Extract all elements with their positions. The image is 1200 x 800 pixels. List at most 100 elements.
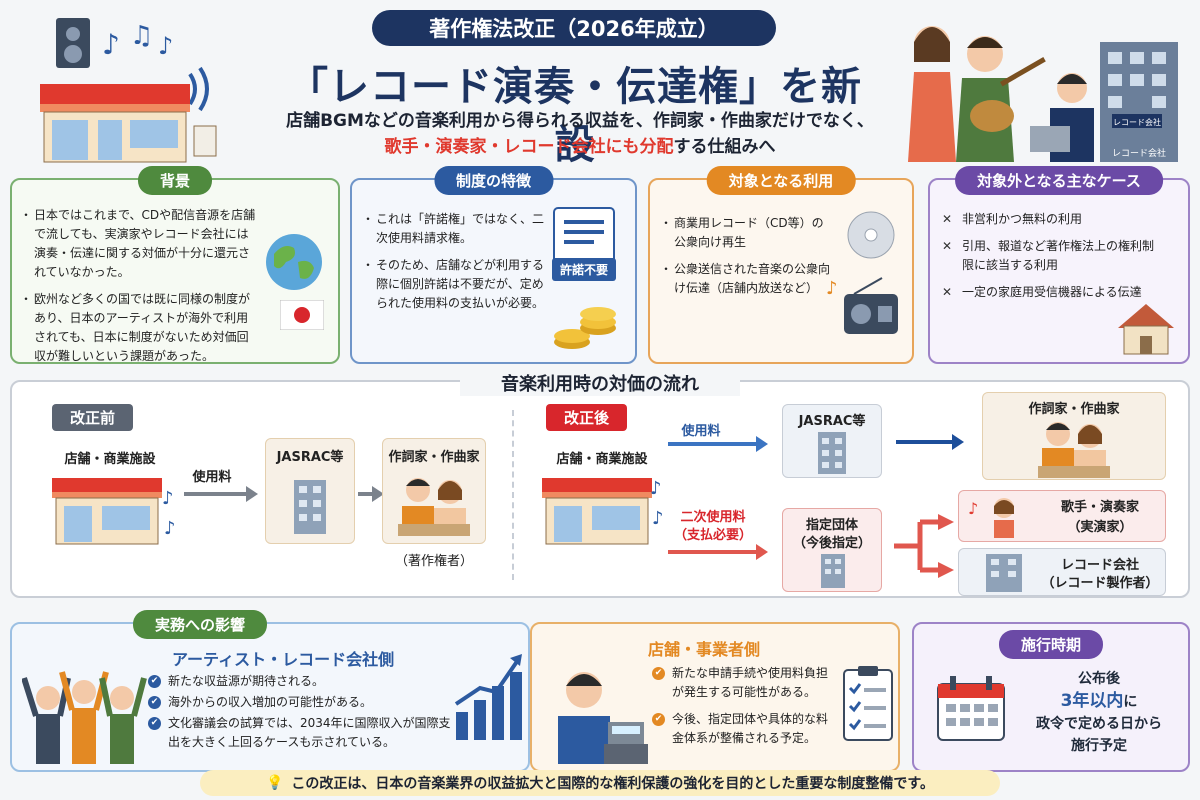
background-item: 欧州など多くの国では既に同様の制度があり、日本のアーティストが海外で利用されても… (20, 290, 260, 366)
svg-text:♪: ♪ (164, 518, 176, 539)
svg-text:♪: ♪ (650, 478, 662, 499)
artist-impact-item: 新たな収益源が期待される。 (148, 672, 452, 691)
background-card: 背景 日本ではこれまで、CDや配信音源を店舗で流しても、実演家やレコード会社には… (10, 166, 340, 366)
excluded-cases-card-title: 対象外となる主なケース (955, 166, 1163, 195)
excluded-item: 非営利かつ無料の利用 (942, 210, 1156, 229)
svg-text:♪: ♪ (652, 508, 664, 529)
before-writer-arrow (358, 486, 384, 502)
store-impact-item: 新たな申請手続や使用料負担が発生する可能性がある。 (652, 664, 836, 702)
effective-line1: 公布後 (1078, 671, 1120, 687)
radio-icon: ♪ (826, 274, 902, 342)
footer-text: この改正は、日本の音楽業界の収益拡大と国際的な権利保護の強化を目的とした重要な制… (291, 776, 935, 792)
subtitle-line1: 店舗BGMなどの音楽利用から得られる収益を、作詞家・作曲家だけでなく、 (286, 111, 874, 131)
after-store-label: 店舗・商業施設 (556, 452, 648, 467)
subtitle-line2: 歌手・演奏家・レコード会社にも分配する仕組みへ (200, 132, 960, 157)
after-writers-label: 作詞家・作曲家 (1028, 402, 1120, 417)
before-jasrac-building-icon (290, 476, 330, 540)
flow-divider (512, 410, 514, 580)
building-label: レコード会社 (1112, 147, 1166, 159)
checklist-clipboard-icon (840, 664, 896, 748)
secondary-fee-label: 二次使用料 (680, 510, 746, 525)
celebrating-people-icon (21, 654, 148, 770)
svg-text:♪: ♪ (158, 32, 173, 60)
before-store-icon: ♪♪ (48, 474, 178, 550)
permission-not-required-badge: 許諾不要 (552, 258, 616, 281)
artist-side-title: アーティスト・レコード会社側 (172, 650, 395, 669)
designated-org-note: （今後指定） (792, 536, 871, 551)
effective-date-text: 公布後 3年以内に 政令で定める日から 施行予定 (1014, 668, 1184, 757)
before-store-label: 店舗・商業施設 (64, 452, 156, 467)
record-company-label: レコード会社 (1060, 558, 1139, 573)
features-item: そのため、店舗などが利用する際に個別許諾は不要だが、定められた使用料の支払いが必… (362, 256, 544, 313)
performers-illustration: レコード会社 レコード会社 (900, 12, 1190, 162)
covered-uses-card-title: 対象となる利用 (706, 166, 856, 195)
law-revision-pill: 著作権法改正（2026年成立） (372, 10, 776, 46)
after-writers-icon (1034, 416, 1114, 482)
before-fee-arrow (184, 486, 258, 502)
store-illustration: ♪ ♫ ♪ (30, 14, 220, 164)
features-item: これは「許諾権」ではなく、二次使用料請求権。 (362, 210, 544, 248)
house-icon (1114, 300, 1178, 360)
singer-icon: ♪ (968, 494, 1038, 542)
artist-impact-item: 海外からの収入増加の可能性がある。 (148, 693, 452, 712)
record-company-building-icon (982, 550, 1026, 596)
store-impact-item: 今後、指定団体や具体的な料金体系が整備される予定。 (652, 710, 836, 748)
svg-text:♪: ♪ (162, 488, 174, 509)
secondary-fee-note: （支払必要） (673, 528, 752, 543)
effective-line3: 政令で定める日から (1036, 716, 1162, 732)
effective-date-card: 施行時期 公布後 3年以内に 政令で定める日から 施行予定 (912, 622, 1190, 772)
svg-text:♪: ♪ (102, 28, 120, 61)
excluded-cases-card: 対象外となる主なケース 非営利かつ無料の利用 引用、報道など著作権法上の権利制限… (928, 166, 1190, 364)
before-fee-label: 使用料 (192, 470, 232, 485)
effective-line2-rest: に (1123, 694, 1138, 710)
store-side-title: 店舗・事業者側 (648, 640, 761, 659)
effective-line4: 施行予定 (1071, 738, 1127, 754)
after-revision-tag: 改正後 (546, 404, 628, 431)
svg-text:♪: ♪ (968, 499, 978, 518)
artist-impact-item: 文化審議会の試算では、2034年に国際収入が国際支出を大きく上回るケースも示され… (148, 714, 452, 752)
page-title: 「レコード演奏・伝達権」を新設 (288, 64, 862, 168)
excluded-item: 一定の家庭用受信機器による伝達 (942, 283, 1156, 302)
excluded-item: 引用、報道など著作権法上の権利制限に該当する利用 (942, 237, 1156, 275)
svg-text:♫: ♫ (130, 21, 153, 51)
after-writer-arrow (896, 434, 964, 450)
after-fee-arrow (668, 436, 768, 452)
performers-note: （実演家） (1067, 520, 1133, 535)
features-card-title: 制度の特徴 (433, 166, 554, 195)
calendar-icon (936, 674, 1006, 746)
effective-date-title: 施行時期 (998, 630, 1104, 659)
performers-box (958, 490, 1166, 542)
after-fee-label: 使用料 (681, 424, 721, 439)
shopkeeper-register-icon (548, 660, 648, 768)
before-writers-label: 作詞家・作曲家 (388, 450, 480, 465)
record-company-note: （レコード製作者） (1041, 576, 1159, 591)
effective-line2: 3年以内に (1014, 690, 1184, 713)
footer-banner: 💡 この改正は、日本の音楽業界の収益拡大と国際的な権利保護の強化を目的とした重要… (200, 770, 1000, 796)
cd-icon (846, 210, 896, 264)
impact-card-title: 実務への影響 (132, 610, 268, 639)
split-arrow-icon (892, 508, 956, 588)
covered-item: 商業用レコード（CD等）の公衆向け再生 (660, 214, 832, 252)
effective-highlight: 3年以内 (1060, 691, 1124, 711)
document-icon: 許諾不要 (552, 206, 616, 286)
growth-chart-icon (452, 652, 524, 746)
after-jasrac-building-icon (814, 430, 850, 478)
before-writers-note: （著作権者） (394, 554, 473, 569)
impact-store-card: 店舗・事業者側 新たな申請手続や使用料負担が発生する可能性がある。 今後、指定団… (530, 622, 900, 772)
features-card: 制度の特徴 これは「許諾権」ではなく、二次使用料請求権。 そのため、店舗などが利… (350, 166, 637, 364)
building-sign: レコード会社 (1113, 117, 1161, 127)
subtitle-rest: する仕組みへ (673, 137, 776, 157)
before-jasrac-label: JASRAC等 (276, 450, 344, 465)
designated-org-building-icon (818, 552, 848, 592)
background-item: 日本ではこれまで、CDや配信音源を店舗で流しても、実演家やレコード会社には演奏・… (20, 206, 260, 282)
payment-flow-title: 音楽利用時の対価の流れ (460, 370, 740, 396)
performers-label: 歌手・演奏家 (1060, 500, 1139, 515)
covered-item: 公衆送信された音楽の公衆向け伝達（店舗内放送など） (660, 260, 832, 298)
after-store-icon: ♪♪ (538, 474, 668, 550)
coins-icon (550, 298, 620, 358)
secondary-fee-arrow (668, 544, 768, 560)
before-writers-icon (394, 472, 474, 542)
globe-icon (264, 232, 324, 296)
impact-artist-card: 実務への影響 アーティスト・レコード会社側 新たな収益源が期待される。 海外から… (10, 610, 530, 772)
covered-uses-card: 対象となる利用 商業用レコード（CD等）の公衆向け再生 公衆送信された音楽の公衆… (648, 166, 914, 364)
